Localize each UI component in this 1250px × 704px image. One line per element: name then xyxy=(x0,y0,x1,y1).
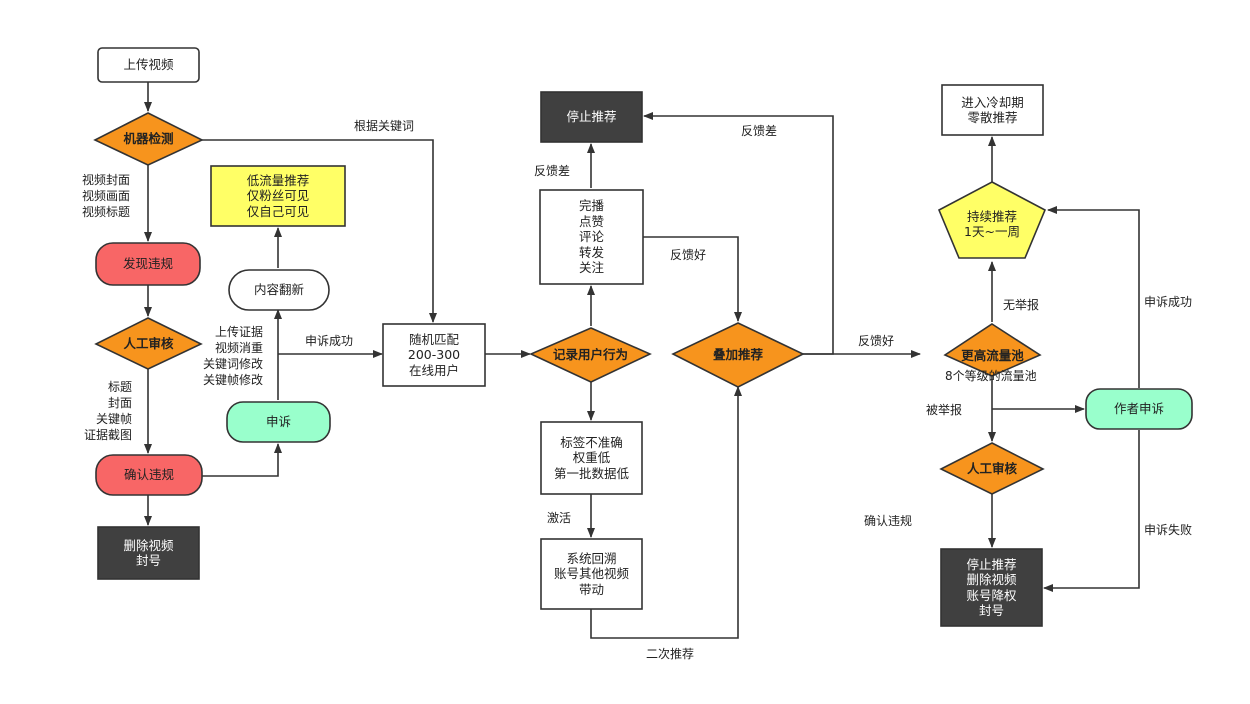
node-manual-review-2: 人工审核 xyxy=(966,460,1017,476)
node-record-behavior: 记录用户行为 xyxy=(552,347,628,363)
label-reported: 被举报 xyxy=(926,403,963,417)
node-machine-check-diamond xyxy=(93,112,204,166)
node-stack-rec-diamond xyxy=(671,322,805,388)
node-upload-box xyxy=(97,47,200,83)
node-backtrack-box xyxy=(540,538,643,610)
node-backtrack: 系统回溯 账号其他视频 带动 xyxy=(553,550,629,597)
node-low-traffic-box xyxy=(210,165,346,227)
node-content-flip: 内容翻新 xyxy=(253,282,304,298)
arrow-machine-to-random xyxy=(202,139,437,323)
label-no-report: 无举报 xyxy=(1003,298,1040,312)
node-higher-pool-diamond xyxy=(943,323,1042,377)
node-appeal: 申诉 xyxy=(265,414,291,430)
node-content-flip-box xyxy=(228,269,330,311)
label-feedback-bad-1: 反馈差 xyxy=(534,164,571,178)
arrow-confirm-to-appeal xyxy=(202,443,282,477)
label-appeal-success-1: 申诉成功 xyxy=(305,334,354,348)
label-feedback-good-1: 反馈好 xyxy=(670,248,707,262)
node-tag-issue: 标签不准确 权重低 第一批数据低 xyxy=(553,434,629,481)
node-manual-review-2-diamond xyxy=(939,442,1045,495)
node-cooldown-box xyxy=(941,84,1044,136)
node-stop-rec-1: 停止推荐 xyxy=(566,109,617,125)
node-record-behavior-diamond xyxy=(529,327,652,383)
node-found-violation-box xyxy=(95,242,201,286)
node-stop-rec-1-box xyxy=(540,91,643,143)
node-machine-check: 机器检测 xyxy=(123,131,174,147)
node-stop-all-box xyxy=(940,548,1043,627)
node-tag-issue-box xyxy=(540,421,643,495)
connectors xyxy=(144,82,1140,639)
node-manual-review-1: 人工审核 xyxy=(123,335,174,351)
arrow-author-to-stopall xyxy=(1043,430,1140,592)
node-author-appeal: 作者申诉 xyxy=(1113,401,1164,417)
label-machine-items: 视频封面 视频画面 视频标题 xyxy=(82,173,131,219)
node-delete-ban: 删除视频 封号 xyxy=(123,537,174,569)
label-feedback-bad-2: 反馈差 xyxy=(741,124,778,138)
node-random-match: 随机匹配 200-300 在线用户 xyxy=(407,331,461,378)
node-appeal-box xyxy=(226,401,331,443)
node-continue-rec-pentagon xyxy=(937,181,1047,259)
node-higher-pool: 更高流量池 xyxy=(961,348,1024,364)
node-continue-rec: 持续推荐 1天~一周 xyxy=(964,208,1020,240)
node-behaviors: 完播 点赞 评论 转发 关注 xyxy=(578,198,604,276)
label-appeal-items: 上传证据 视频消重 关键词修改 关键帧修改 xyxy=(203,325,264,387)
node-stack-rec: 叠加推荐 xyxy=(712,347,763,363)
node-found-violation: 发现违规 xyxy=(122,256,173,272)
node-manual-review-1-diamond xyxy=(94,317,203,370)
label-feedback-good-2: 反馈好 xyxy=(858,334,895,348)
node-behaviors-box xyxy=(539,189,644,285)
node-author-appeal-box xyxy=(1085,388,1193,430)
node-upload: 上传视频 xyxy=(123,57,174,73)
label-review-items: 标题 封面 关键帧 证据截图 xyxy=(84,380,133,442)
label-confirm-violation-2: 确认违规 xyxy=(864,514,913,528)
label-pool-levels: 8个等级的流量池 xyxy=(945,369,1037,383)
label-activate: 激活 xyxy=(547,511,572,525)
node-random-match-box xyxy=(382,323,486,387)
node-stop-all: 停止推荐 删除视频 账号降权 封号 xyxy=(966,556,1017,619)
label-appeal-fail: 申诉失败 xyxy=(1144,523,1193,537)
node-delete-ban-box xyxy=(97,526,200,580)
arrow-backtrack-to-stack xyxy=(590,386,742,639)
label-second-rec: 二次推荐 xyxy=(646,647,695,661)
arrow-behaviors-to-stack xyxy=(643,236,742,322)
node-low-traffic: 低流量推荐 仅粉丝可见 仅自己可见 xyxy=(246,172,310,219)
label-by-keyword: 根据关键词 xyxy=(354,119,415,133)
arrow-author-to-continue xyxy=(1047,206,1140,388)
node-cooldown: 进入冷却期 零散推荐 xyxy=(961,94,1024,126)
node-confirm-violation: 确认违规 xyxy=(123,467,174,483)
label-appeal-success-2: 申诉成功 xyxy=(1144,295,1193,309)
node-confirm-violation-box xyxy=(95,454,203,496)
